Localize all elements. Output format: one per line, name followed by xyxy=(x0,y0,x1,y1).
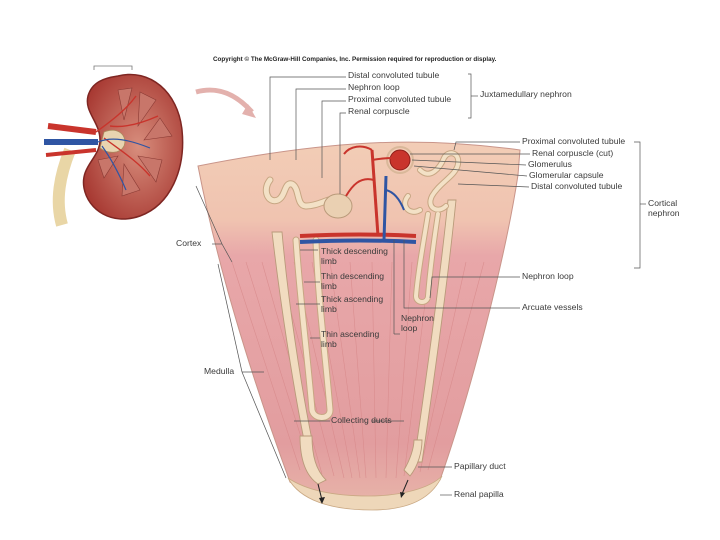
kidney-outline xyxy=(82,73,184,220)
leader-lines xyxy=(195,73,646,496)
label-renal-papilla: Renal papilla xyxy=(454,489,504,499)
label-glomerulus: Glomerulus xyxy=(528,159,572,169)
label-proximal-convoluted-tubule-right: Proximal convoluted tubule xyxy=(522,136,626,146)
section-shape xyxy=(197,141,521,499)
label-renal-corpuscle: Renal corpuscle xyxy=(348,106,410,116)
label-juxtamedullary-nephron: Juxtamedullary nephron xyxy=(480,89,572,99)
label-nephron-loop-right: Nephron loop xyxy=(522,271,574,281)
label-distal-convoluted-tubule: Distal convoluted tubule xyxy=(348,70,440,80)
collecting-ducts xyxy=(271,199,457,485)
label-thin-ascending-limb: Thin ascending limb xyxy=(321,329,380,349)
label-thick-descending-limb: Thick descending limb xyxy=(321,246,388,266)
label-glomerular-capsule: Glomerular capsule xyxy=(529,170,604,180)
label-papillary-duct: Papillary duct xyxy=(454,461,506,471)
renal-section xyxy=(197,141,521,511)
label-nephron-loop-top: Nephron loop xyxy=(348,82,400,92)
renal-corpuscle xyxy=(323,193,353,219)
label-proximal-convoluted-tubule: Proximal convoluted tubule xyxy=(348,94,452,104)
label-cortex: Cortex xyxy=(176,238,202,248)
arcuate-vessels xyxy=(299,145,417,244)
kidney-inset xyxy=(44,65,256,227)
label-nephron-loop-mid: Nephron loop xyxy=(401,313,434,333)
label-distal-convoluted-tubule-right: Distal convoluted tubule xyxy=(531,181,623,191)
label-cortical-nephron: Cortical nephron xyxy=(648,198,680,218)
label-thick-ascending-limb: Thick ascending limb xyxy=(321,294,384,314)
label-renal-corpuscle-cut: Renal corpuscle (cut) xyxy=(532,148,614,158)
glomerulus xyxy=(389,149,411,171)
label-arcuate-vessels: Arcuate vessels xyxy=(522,302,583,312)
copyright-notice: Copyright © The McGraw-Hill Companies, I… xyxy=(213,56,497,63)
label-medulla: Medulla xyxy=(204,366,235,376)
label-thin-descending-limb: Thin descending limb xyxy=(321,271,385,291)
label-collecting-ducts: Collecting ducts xyxy=(331,415,392,425)
